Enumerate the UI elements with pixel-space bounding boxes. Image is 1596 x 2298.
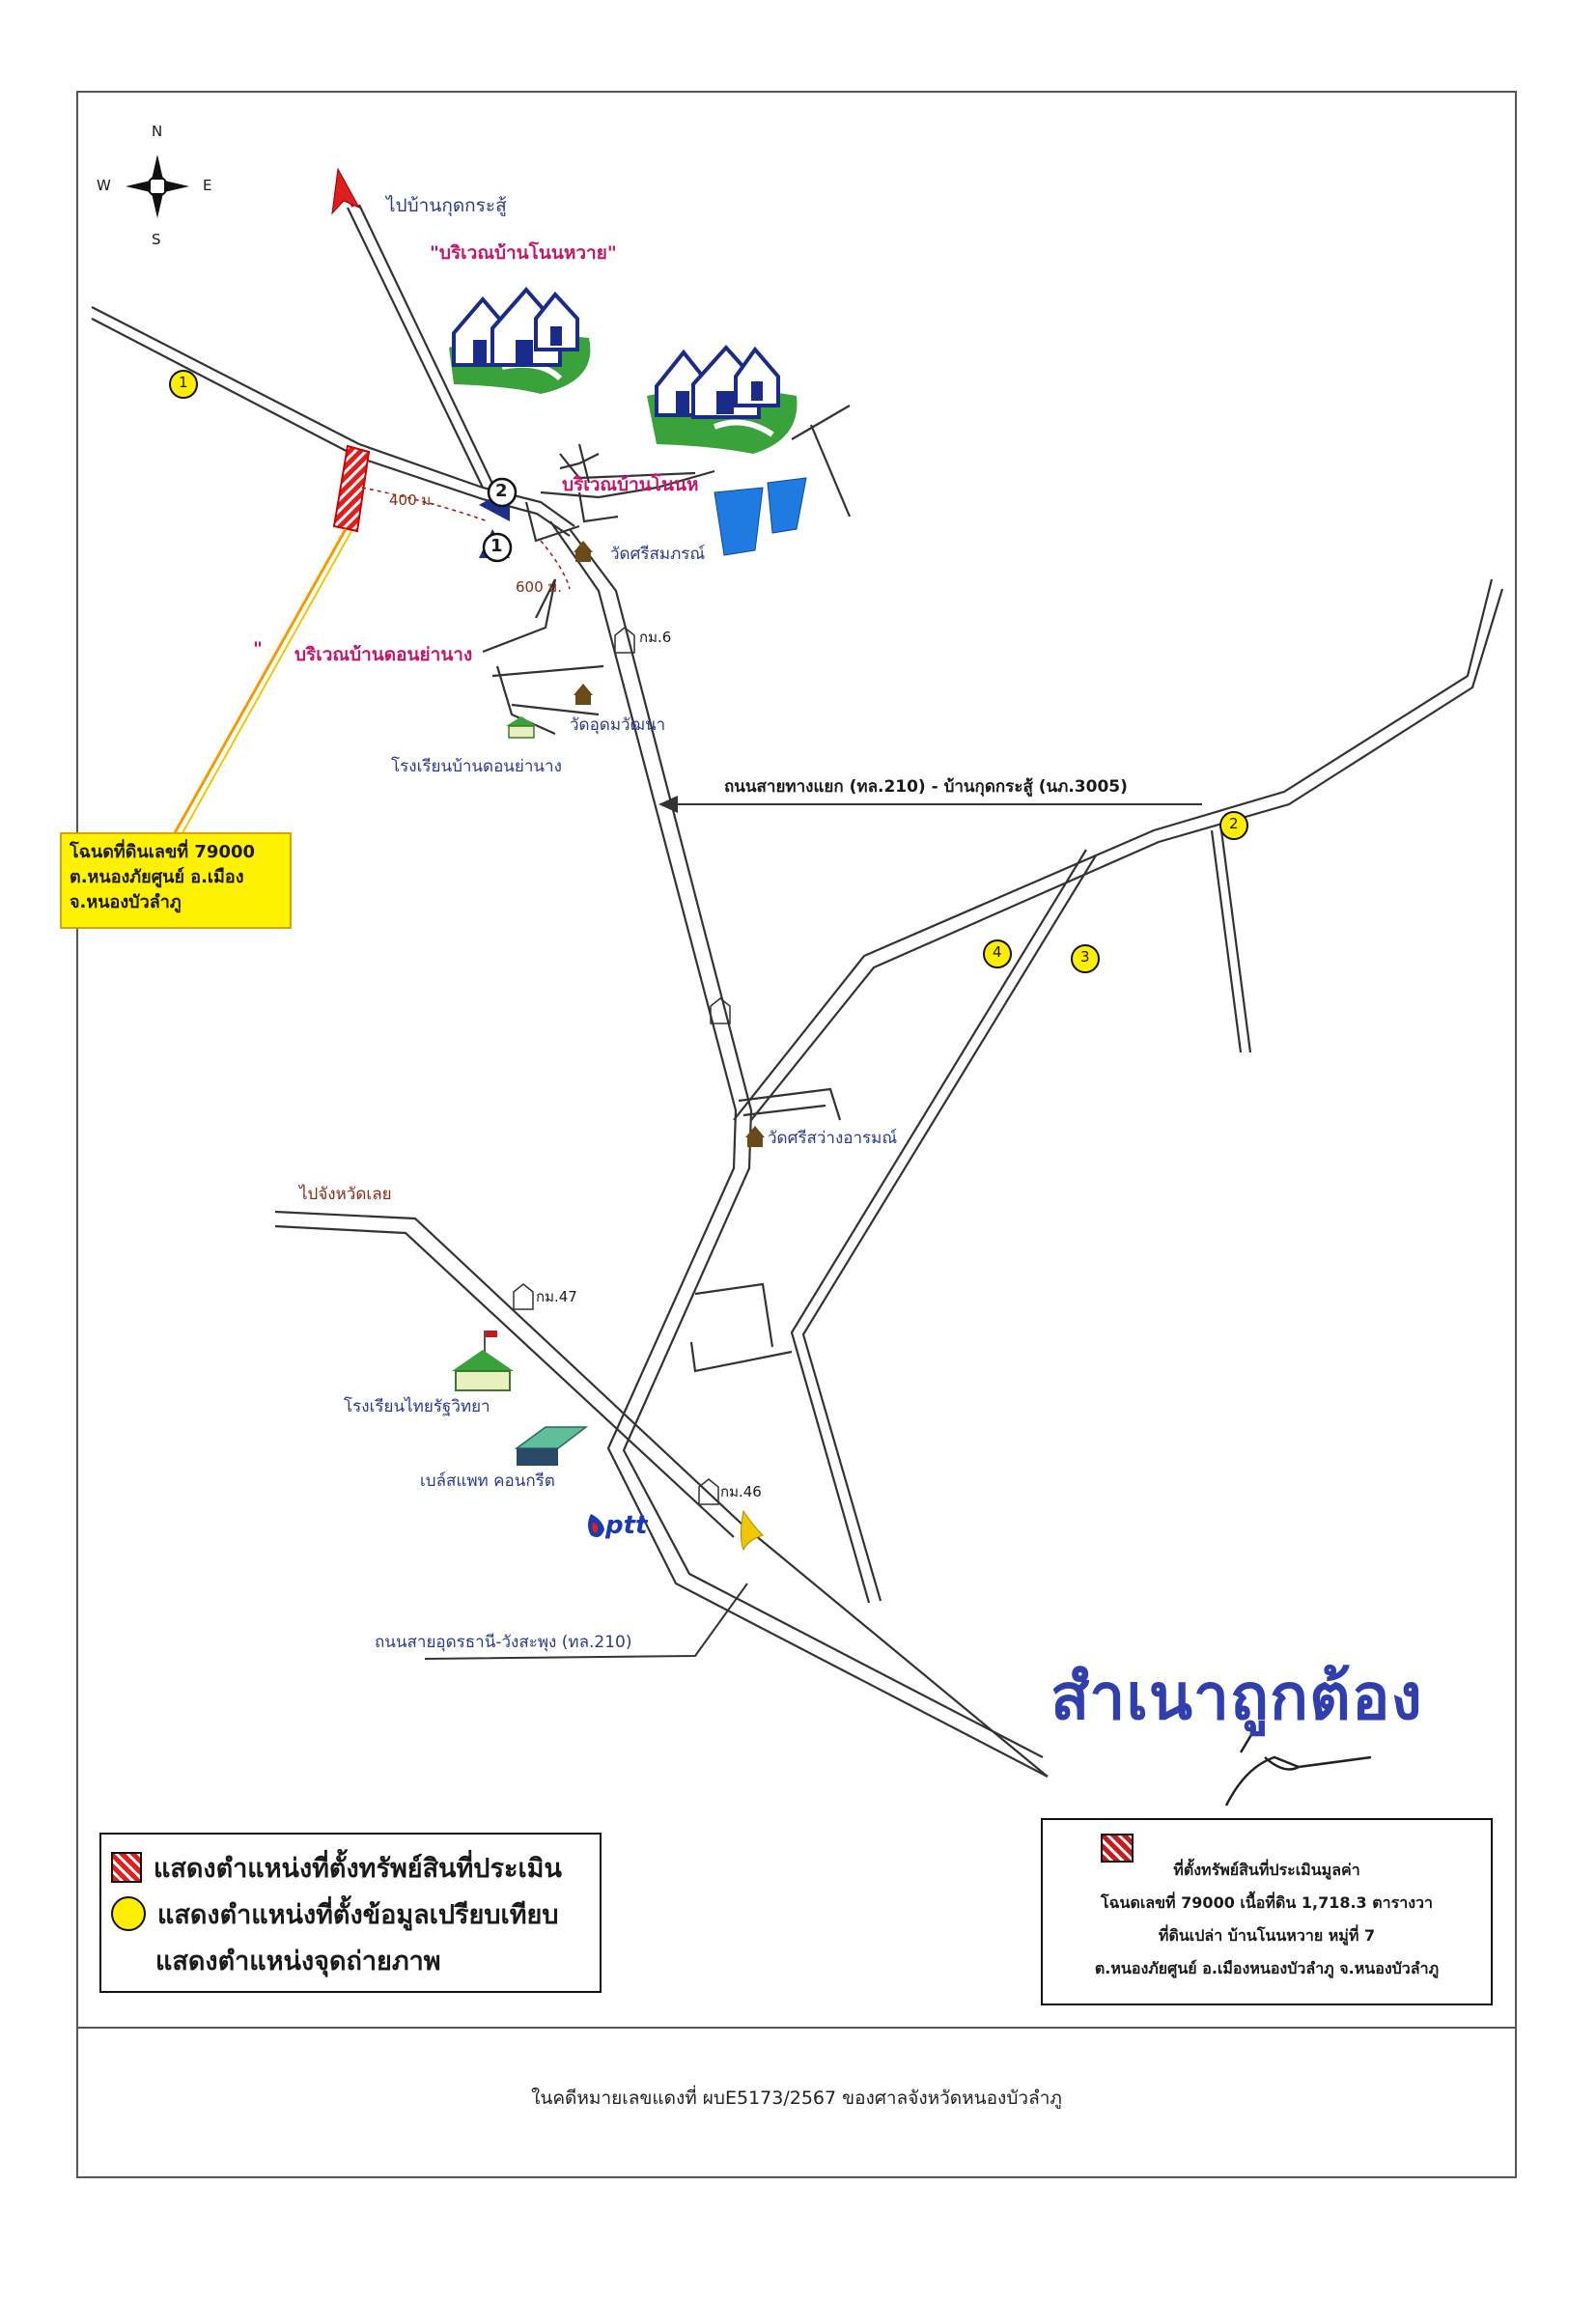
certified-copy-stamp: สำเนาถูกต้อง — [1050, 1659, 1423, 1734]
info-line-2: โฉนดเลขที่ 79000 เนื้อที่ดิน 1,718.3 ตาร… — [1101, 1893, 1433, 1912]
compass-west: W — [97, 177, 111, 194]
legend-row-comparable: แสดงตำแหน่งที่ตั้งข้อมูลเปรียบเทียบ — [111, 1894, 558, 1933]
label-km46: กม.46 — [720, 1483, 762, 1500]
road-network — [91, 204, 1504, 1778]
label-area-don-ya-nang: บริเวณบ้านดอนย่านาง — [294, 644, 473, 665]
outer-frame — [76, 91, 1517, 2178]
subject-parcel — [170, 444, 371, 839]
compass-south: S — [152, 231, 161, 248]
legend-comparable-label: แสดงตำแหน่งที่ตั้งข้อมูลเปรียบเทียบ — [157, 1899, 559, 1930]
label-road-udon: ถนนสายอุดรธานี-วังสะพุง (ทล.210) — [375, 1633, 632, 1652]
label-concrete-plant: เบล์สแพท คอนกรีต — [420, 1471, 555, 1491]
comparable-marker-1-number: 1 — [179, 374, 188, 391]
compass-east: E — [203, 177, 212, 194]
temple-icon-2 — [574, 684, 593, 705]
deed-callout-box: โฉนดที่ดินเลขที่ 79000 ต.หนองภัยศูนย์ อ.… — [60, 832, 292, 929]
photo-marker-2-number: 2 — [495, 481, 508, 501]
label-area-non-wai-2: บริเวณบ้านโนนห — [562, 474, 699, 495]
village-houses-icon-1 — [449, 286, 591, 394]
info-line-1: ที่ตั้งทรัพย์สินที่ประเมินมูลค่า — [1173, 1861, 1360, 1879]
property-info-box: ที่ตั้งทรัพย์สินที่ประเมินมูลค่า โฉนดเลข… — [1041, 1818, 1493, 2005]
deed-line-1: โฉนดที่ดินเลขที่ 79000 — [70, 842, 256, 862]
pond-icon — [714, 477, 807, 556]
legend-comparable-swatch — [111, 1896, 146, 1931]
photo-marker-1-number: 1 — [490, 536, 503, 556]
comparable-marker-3 — [1071, 944, 1100, 973]
compass-north: N — [152, 123, 163, 140]
info-asset-swatch — [1101, 1834, 1134, 1863]
km-post-icon-6 — [614, 627, 635, 654]
label-quote-mark: " — [253, 638, 263, 659]
km-post-icon-47 — [513, 1283, 534, 1310]
comparable-marker-2-number: 2 — [1229, 815, 1239, 832]
deed-line-3: จ.หนองบัวลำภู — [70, 892, 182, 913]
north-direction-arrow-icon — [331, 167, 361, 215]
comparable-marker-4 — [983, 939, 1012, 968]
label-wat-si-sawang: วัดศรีสว่างอารมณ์ — [768, 1129, 898, 1148]
village-houses-icon-2 — [647, 345, 798, 454]
label-area-non-wai: "บริเวณบ้านโนนหวาย" — [430, 242, 617, 264]
comparable-marker-2 — [1219, 811, 1248, 840]
legend-row-asset: แสดงตำแหน่งที่ตั้งทรัพย์สินที่ประเมิน — [111, 1848, 562, 1887]
distance-400-path — [361, 487, 489, 522]
map-legend: แสดงตำแหน่งที่ตั้งทรัพย์สินที่ประเมิน แส… — [99, 1833, 602, 1993]
photo-point-marker-1 — [479, 529, 513, 563]
compass-rose-icon — [126, 154, 189, 218]
label-wat-udom: วัดอุดมวัฒนา — [570, 715, 666, 735]
label-wat-si-samphon: วัดศรีสมภรณ์ — [610, 545, 706, 564]
ptt-logo-icon — [588, 1514, 604, 1537]
label-distance-400: 400 ม. — [389, 491, 436, 509]
photo-point-marker-2 — [479, 477, 518, 521]
road-label-leader — [424, 1583, 748, 1660]
lotus-icon — [741, 1509, 764, 1552]
school-icon-2 — [452, 1331, 514, 1391]
label-km6: กม.6 — [639, 629, 672, 646]
comparable-marker-1 — [169, 370, 198, 399]
legend-asset-label: แสดงตำแหน่งที่ตั้งทรัพย์สินที่ประเมิน — [154, 1853, 562, 1884]
label-to-loei: ไปจังหวัดเลย — [299, 1185, 392, 1204]
legend-asset-swatch — [111, 1852, 142, 1883]
label-ptt: ptt — [605, 1511, 648, 1540]
legend-photo-label: แสดงตำแหน่งจุดถ่ายภาพ — [155, 1946, 441, 1976]
info-line-3: ที่ดินเปล่า บ้านโนนหวาย หมู่ที่ 7 — [1158, 1926, 1376, 1945]
factory-icon — [514, 1426, 589, 1466]
label-school-thai-rat: โรงเรียนไทยรัฐวิทยา — [344, 1397, 490, 1416]
comparable-marker-3-number: 3 — [1080, 948, 1090, 966]
footer: ในคดีหมายเลขแดงที่ ผบE5173/2567 ของศาลจั… — [77, 2028, 1516, 2177]
info-line-4: ต.หนองภัยศูนย์ อ.เมืองหนองบัวลำภู จ.หนอง… — [1094, 1959, 1440, 1977]
signature-icon — [1224, 1727, 1372, 1807]
label-school-don-ya-nang: โรงเรียนบ้านดอนย่านาง — [391, 757, 562, 776]
road-label-arrow — [658, 796, 1202, 813]
comparable-marker-4-number: 4 — [993, 943, 1002, 961]
deed-line-2: ต.หนองภัยศูนย์ อ.เมือง — [70, 867, 244, 888]
distance-600-path — [540, 540, 571, 590]
temple-icon-1 — [574, 541, 593, 562]
km-post-icon-mid — [710, 997, 731, 1024]
case-number-text: ในคดีหมายเลขแดงที่ ผบE5173/2567 ของศาลจั… — [531, 2088, 1062, 2109]
label-distance-600: 600 ม. — [516, 578, 563, 596]
legend-row-photo: แสดงตำแหน่งจุดถ่ายภาพ — [155, 1941, 441, 1979]
school-icon-1 — [506, 716, 537, 739]
temple-icon-3 — [745, 1126, 765, 1147]
label-km47: กม.47 — [536, 1288, 577, 1305]
km-post-icon-46 — [698, 1478, 719, 1505]
label-to-ban-kut-kra-su: ไปบ้านกุดกระสู้ — [386, 195, 507, 216]
label-road-junction: ถนนสายทางแยก (ทล.210) - บ้านกุดกระสู้ (น… — [724, 777, 1128, 797]
